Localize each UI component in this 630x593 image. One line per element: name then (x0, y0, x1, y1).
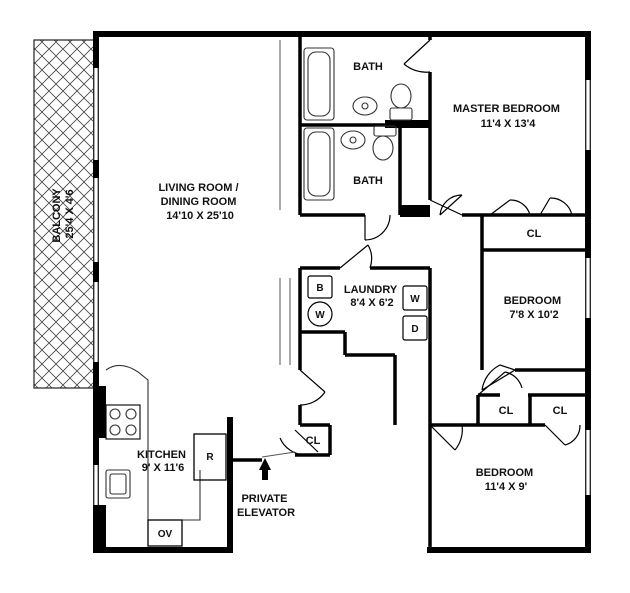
windows (94, 68, 590, 505)
private-elevator-label: PRIVATE (241, 493, 287, 505)
refrigerator-label: R (206, 452, 214, 463)
closet-labels: CL CL CL CL (306, 228, 568, 447)
laundry-dims: 8'4 X 6'2 (350, 297, 393, 309)
dining-room-label: DINING ROOM (161, 196, 237, 208)
bedroom2-dims: 7'8 X 10'2 (509, 309, 558, 321)
svg-text:LAUNDRY 8'4 X 6'2: LAUNDRY 8'4 X 6'2 (344, 284, 400, 309)
bath-shaft (400, 205, 430, 217)
svg-text:LIVING ROOM / DINING ROO: LIVING ROOM / DINING ROOM 14'10 X 25'10 (158, 182, 241, 222)
kitchen-fixtures (105, 364, 227, 547)
laundry-fixtures (307, 275, 428, 341)
bedroom3-closet-right-label: CL (553, 405, 568, 417)
svg-text:MASTER BEDROOM 11'4 X 13: MASTER BEDROOM 11'4 X 13'4 (453, 103, 563, 130)
dryer-label: D (411, 324, 418, 335)
doors (279, 39, 581, 456)
window-sills (93, 68, 591, 505)
kitchen-label: KITCHEN (137, 449, 186, 461)
balcony-label: BALCONY 25'4 X 4'6 (51, 185, 76, 242)
svg-text:KITCHEN 9' X 11'6: KITCHEN 9' X 11'6 (137, 449, 189, 474)
washer-label: W (410, 294, 420, 305)
room-labels: BALCONY 25'4 X 4'6 LIVING ROOM / DINING … (51, 61, 565, 493)
master-bedroom-dims: 11'4 X 13'4 (481, 118, 537, 130)
elevator-arrow-icon (259, 458, 271, 480)
kitchen-dims: 9' X 11'6 (142, 462, 185, 474)
living-room-dims: 14'10 X 25'10 (166, 210, 234, 222)
bedroom3-closet-left-label: CL (499, 405, 514, 417)
bedroom2-label: BEDROOM (504, 295, 561, 307)
bath-fixtures (303, 47, 413, 201)
kitchen-wall-lower (94, 505, 106, 550)
living-room-label: LIVING ROOM / (158, 182, 238, 194)
fixture-labels: B W W D R OV (158, 283, 421, 540)
laundry-label: LAUNDRY (344, 284, 398, 296)
entry-closet-label: CL (306, 435, 321, 447)
private-elevator-label-line2: ELEVATOR (237, 507, 295, 519)
bath-upper-label: BATH (353, 61, 383, 73)
partitions (261, 40, 296, 458)
bath-shaft-top (385, 120, 430, 128)
svg-text:BEDROOM 11'4 X 9': BEDROOM 11'4 X 9' (476, 467, 537, 493)
bedroom3-label: BEDROOM (476, 467, 533, 479)
interior-walls (228, 34, 588, 550)
svg-text:BEDROOM 7'8 X 10'2: BEDROOM 7'8 X 10'2 (504, 295, 565, 321)
kitchen-wall-upper (94, 386, 106, 438)
water-heater-label: W (315, 310, 325, 321)
bedroom3-dims: 11'4 X 9' (485, 481, 528, 493)
oven-label: OV (158, 529, 173, 540)
balcony (33, 39, 95, 389)
boiler-label: B (316, 283, 323, 294)
master-closet-label: CL (527, 228, 542, 240)
svg-text:PRIVATE ELEVATOR: PRIVATE ELEVATOR (237, 493, 295, 519)
master-bedroom-label: MASTER BEDROOM (453, 103, 560, 115)
bath-lower-label: BATH (353, 175, 383, 187)
